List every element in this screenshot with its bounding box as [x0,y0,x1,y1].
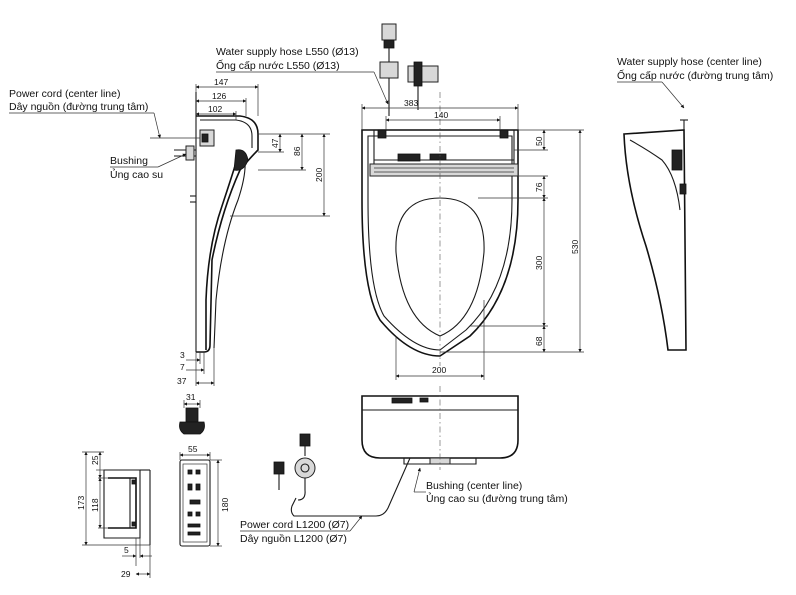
annotations: Water supply hose L550 (Ø13) Ống cấp nướ… [9,46,773,545]
dim-147: 147 [214,77,228,87]
power-plug [273,433,411,517]
dim-5: 5 [124,545,129,555]
label-power-centerline-vi: Dây nguồn (đường trung tâm) [9,101,148,113]
dim-300: 300 [534,256,544,270]
dim-200-horizontal: 200 [432,365,446,375]
label-power-centerline: Power cord (center line) [9,88,120,100]
top-view-dimensions: 383 140 50 76 300 68 530 200 [361,98,584,380]
label-power-cord: Power cord L1200 (Ø7) [240,519,349,531]
dim-3: 3 [180,350,185,360]
dim-200-vertical: 200 [314,168,324,182]
dim-180: 180 [220,498,230,512]
label-bushing-vi: Ủng cao su [110,168,163,181]
dim-31: 31 [186,392,196,402]
label-bushing-centerline: Bushing (center line) [426,480,522,492]
dim-7: 7 [180,362,185,372]
bushing-detail: 31 [179,392,205,435]
dim-47: 47 [270,138,280,148]
dim-29: 29 [121,569,131,579]
label-power-cord-vi: Dây nguồn L1200 (Ø7) [240,533,347,545]
dim-50: 50 [534,136,544,146]
label-water-hose-centerline-vi: Ống cấp nước (đường trung tâm) [617,68,773,82]
dim-25: 25 [90,455,100,465]
dim-102: 102 [208,104,222,114]
front-view [361,386,519,470]
dim-86: 86 [292,146,302,156]
top-view [361,23,519,366]
dim-55: 55 [188,444,198,454]
label-water-hose-vi: Ống cấp nước L550 (Ø13) [216,58,340,72]
right-profile-view [623,119,688,351]
label-bushing-centerline-vi: Ủng cao su (đường trung tâm) [426,492,568,505]
dim-76: 76 [534,182,544,192]
label-water-hose: Water supply hose L550 (Ø13) [216,46,359,58]
side-view-dimensions: 147 126 102 47 86 200 3 7 37 [177,77,330,386]
dim-173: 173 [76,496,86,510]
wall-bracket-dimensions: 25 173 118 5 29 [76,451,152,579]
wall-bracket-view [103,469,151,545]
dim-37: 37 [177,376,187,386]
remote-control-view: 55 180 [179,444,230,547]
label-water-hose-centerline: Water supply hose (center line) [617,56,762,68]
dim-118: 118 [90,498,100,512]
side-view [174,92,259,353]
dim-140: 140 [434,110,448,120]
dim-126: 126 [212,91,226,101]
dim-383: 383 [404,98,418,108]
label-bushing: Bushing [110,155,148,167]
dim-68: 68 [534,336,544,346]
dim-530: 530 [570,240,580,254]
